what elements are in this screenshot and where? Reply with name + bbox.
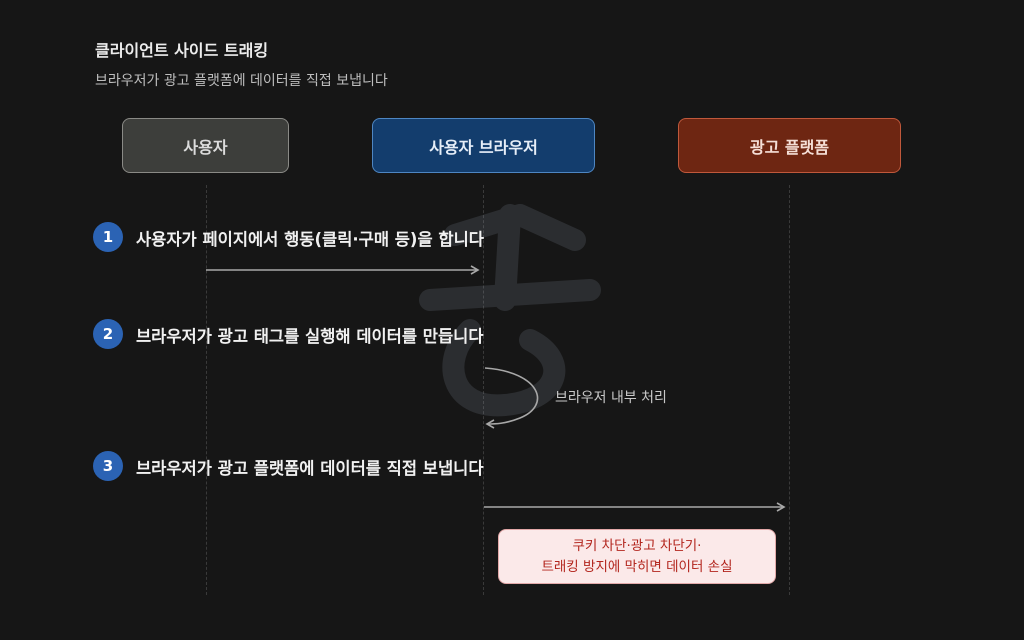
diagram-title: 클라이언트 사이드 트래킹 <box>95 41 269 60</box>
step-1-badge: 1 <box>93 222 123 252</box>
actor-platform: 광고 플랫폼 <box>678 118 901 173</box>
warning-line-2: 트래킹 방지에 막히면 데이터 손실 <box>541 558 733 575</box>
step-3-text: 브라우저가 광고 플랫폼에 데이터를 직접 보냅니다 <box>136 459 484 478</box>
actor-user: 사용자 <box>122 118 289 173</box>
step-2-text: 브라우저가 광고 태그를 실행해 데이터를 만듭니다 <box>136 327 484 346</box>
diagram-subtitle: 브라우저가 광고 플랫폼에 데이터를 직접 보냅니다 <box>95 73 388 89</box>
lifeline-platform <box>789 185 790 595</box>
step-1-text: 사용자가 페이지에서 행동(클릭·구매 등)을 합니다 <box>136 230 484 249</box>
data-loss-warning: 쿠키 차단·광고 차단기· 트래킹 방지에 막히면 데이터 손실 <box>498 529 776 584</box>
step-2-badge: 2 <box>93 319 123 349</box>
actor-browser: 사용자 브라우저 <box>372 118 595 173</box>
lifeline-browser <box>483 185 484 595</box>
arrow-self-loop <box>484 367 539 429</box>
self-loop-note: 브라우저 내부 처리 <box>555 390 667 406</box>
actor-user-label: 사용자 <box>183 137 228 157</box>
actor-platform-label: 광고 플랫폼 <box>749 137 830 157</box>
step-3-badge: 3 <box>93 451 123 481</box>
lifeline-user <box>206 185 207 595</box>
warning-line-1: 쿠키 차단·광고 차단기· <box>572 537 702 554</box>
actor-browser-label: 사용자 브라우저 <box>429 137 538 157</box>
